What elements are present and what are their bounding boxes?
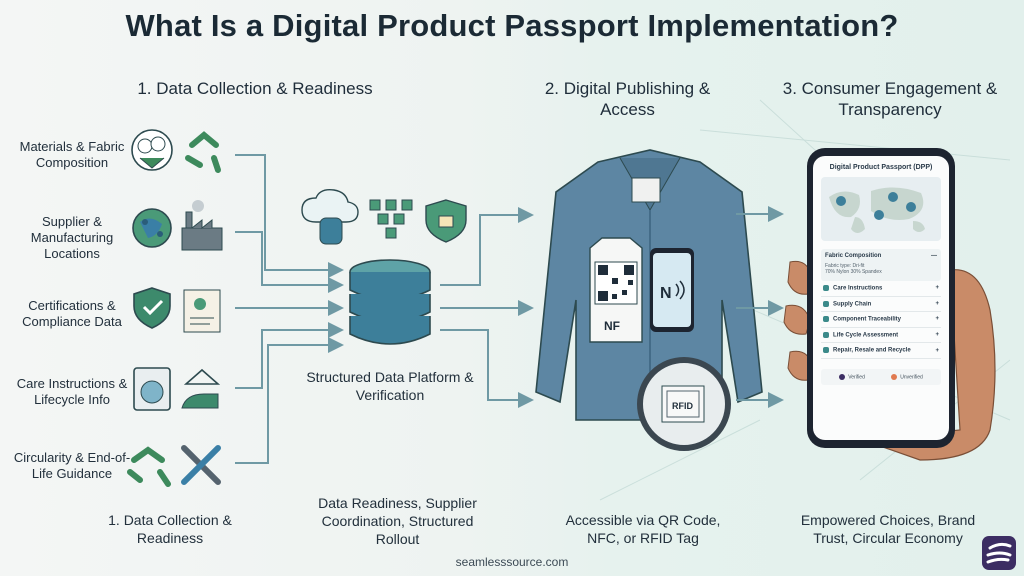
supply-chain-icon <box>823 300 829 307</box>
input-label-care: Care Instructions & Lifecycle Info <box>16 376 128 407</box>
cloud-database-icon <box>301 188 359 245</box>
input-label-certifications: Certifications & Compliance Data <box>22 298 122 329</box>
care-icon <box>823 285 829 291</box>
washing-machine-icon <box>133 367 171 411</box>
platform-label: Structured Data Platform & Verification <box>306 369 474 403</box>
rfid-label: RFID <box>672 401 693 411</box>
lifecycle-icon <box>823 331 829 338</box>
expand-icon[interactable]: + <box>935 316 939 323</box>
brand-logo <box>982 536 1016 570</box>
recycle-icon <box>185 131 221 173</box>
world-map-icon <box>829 187 925 233</box>
row-life-cycle-assessment[interactable]: Life Cycle Assessment+ <box>821 328 941 344</box>
input-label-materials: Materials & Fabric Composition <box>19 139 125 170</box>
recycle-icon-2 <box>127 446 171 487</box>
input-arrows <box>235 154 344 464</box>
blockchain-icon <box>369 199 413 239</box>
expand-icon[interactable]: + <box>935 285 939 292</box>
fabric-detail-1: Fabric type: Dri-fit <box>825 263 865 269</box>
output-arrows <box>736 206 784 408</box>
legend-unverified: Unverified <box>900 374 923 381</box>
page-title: What Is a Digital Product Passport Imple… <box>125 8 899 43</box>
fabric-detail-2: 70% Nylon 30% Spandex <box>825 269 882 275</box>
fabric-composition-panel[interactable]: Fabric Composition — Fabric type: Dri-fit… <box>821 249 941 281</box>
certificate-icon <box>183 289 221 333</box>
stage3-heading: 3. Consumer Engagement & Transparency <box>782 79 998 119</box>
dpp-phone: Digital Product Passport (DPP) Fabric Co… <box>807 148 955 448</box>
stage2-caption: Accessible via QR Code, NFC, or RFID Tag <box>565 512 721 546</box>
verification-legend: Verified Unverified <box>821 368 941 386</box>
verified-dot <box>839 373 846 380</box>
row-repair-resale-recycle[interactable]: Repair, Resale and Recycle+ <box>821 343 941 359</box>
qr-hang-tag: NF <box>589 237 643 343</box>
shield-check-icon <box>133 287 171 329</box>
factory-icon <box>181 200 223 251</box>
stage1-caption: 1. Data Collection & Readiness <box>108 512 232 546</box>
row-supply-chain[interactable]: Supply Chain+ <box>821 297 941 313</box>
logo-icon <box>986 542 1012 564</box>
input-label-suppliers: Supplier & Manufacturing Locations <box>30 214 114 261</box>
platform-caption: Data Readiness, Supplier Coordination, S… <box>318 495 477 547</box>
tools-icon <box>181 445 221 485</box>
collapse-icon[interactable]: — <box>931 253 937 259</box>
platform-arrows <box>440 207 534 408</box>
traceability-icon <box>823 316 829 323</box>
stage2-heading: 2. Digital Publishing & Access <box>544 79 711 119</box>
tag-nfc-text: NF <box>604 319 620 333</box>
globe-pins-icon <box>132 208 172 248</box>
row-care-instructions[interactable]: Care Instructions+ <box>821 281 941 297</box>
repair-icon <box>823 347 829 354</box>
rfid-tag-magnifier: RFID <box>637 357 731 451</box>
footer-url[interactable]: seamlesssource.com <box>455 555 569 569</box>
svg-text:N: N <box>660 285 672 302</box>
expand-icon[interactable]: + <box>935 332 939 339</box>
expand-icon[interactable]: + <box>935 300 939 307</box>
legend-verified: Verified <box>848 374 865 381</box>
expand-icon[interactable]: + <box>935 347 939 354</box>
database-icon <box>349 259 431 345</box>
qr-code-icon <box>598 265 634 301</box>
phone-screen: Digital Product Passport (DPP) Fabric Co… <box>813 156 949 440</box>
stage1-heading: 1. Data Collection & Readiness <box>137 79 373 98</box>
lock-shield-icon <box>425 199 467 243</box>
world-map <box>821 177 941 241</box>
cotton-icon <box>131 129 173 171</box>
hanger-iron-icon <box>181 368 221 409</box>
stage3-caption: Empowered Choices, Brand Trust, Circular… <box>800 512 976 546</box>
row-component-traceability[interactable]: Component Traceability+ <box>821 312 941 328</box>
unverified-dot <box>891 373 898 380</box>
nfc-phone-illustration: N <box>650 248 694 332</box>
dpp-title: Digital Product Passport (DPP) <box>829 164 933 171</box>
input-label-circularity: Circularity & End-of-Life Guidance <box>13 450 131 481</box>
fabric-composition-label: Fabric Composition <box>825 253 882 259</box>
denim-jacket-illustration <box>535 149 763 421</box>
